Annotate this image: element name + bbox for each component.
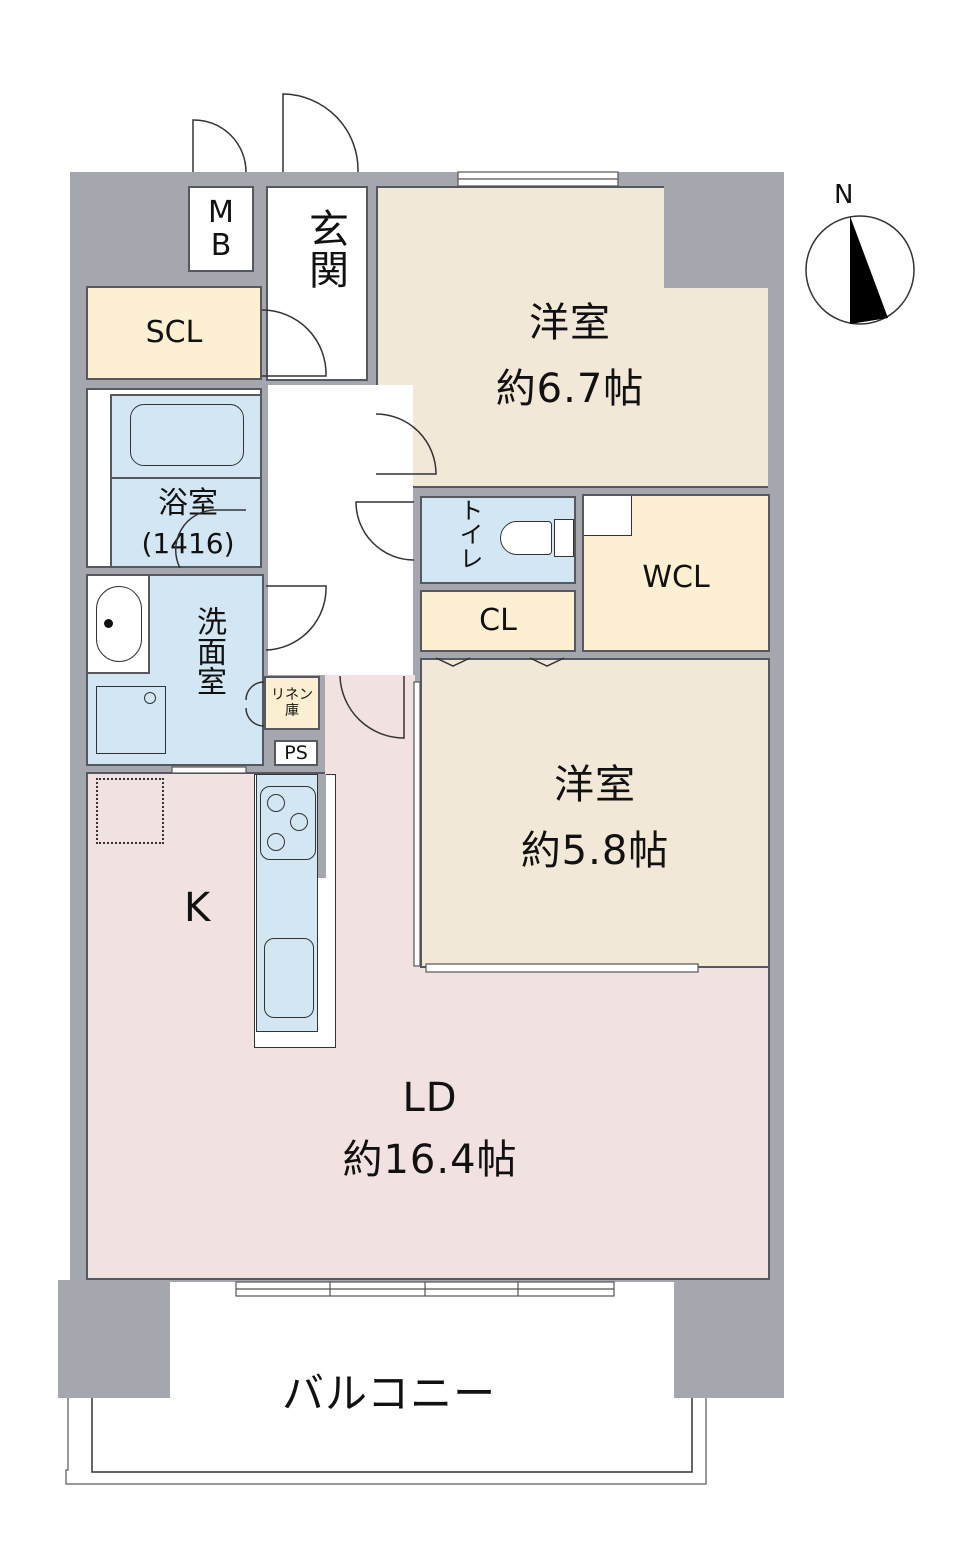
kitchen-label: K xyxy=(184,885,212,931)
compass: N xyxy=(800,180,920,330)
linen-label: リネン xyxy=(271,686,313,703)
wcl-label: WCL xyxy=(642,560,710,596)
western-1-name: 洋室 xyxy=(529,300,611,346)
scl-label: SCL xyxy=(145,315,203,351)
bathroom-name: 浴室 xyxy=(158,486,218,521)
ld-size: 約16.4帖 xyxy=(342,1137,518,1183)
washroom-label: 洗面室 xyxy=(191,606,226,696)
mb-label: MB xyxy=(208,195,234,263)
toilet-label: トイレ xyxy=(455,498,483,570)
fridge-space xyxy=(96,778,164,844)
room-cl: CL xyxy=(420,590,576,652)
ld-hall-extension xyxy=(325,675,415,775)
compass-north-label: N xyxy=(834,180,854,210)
room-mb: MB xyxy=(188,186,254,272)
ld-label: LD 約16.4帖 xyxy=(300,1075,560,1185)
burner-2 xyxy=(290,813,308,831)
toilet-tank xyxy=(554,519,574,557)
bathroom-size: (1416) xyxy=(141,526,235,560)
bathroom-divider xyxy=(110,477,262,479)
balcony-floor xyxy=(170,1296,674,1398)
western-2-name: 洋室 xyxy=(554,762,636,808)
toilet-bowl xyxy=(500,521,552,555)
room-western-2 xyxy=(420,658,770,968)
washing-machine-pan xyxy=(96,686,166,754)
kitchen-sink xyxy=(264,938,314,1018)
entrance-label: 玄関 xyxy=(302,208,348,290)
linen-label-2: 庫 xyxy=(285,703,299,719)
compass-arrow-icon xyxy=(805,215,915,325)
room-toilet xyxy=(420,496,576,584)
ld-name: LD xyxy=(402,1075,458,1121)
cl-label: CL xyxy=(479,603,517,639)
bathroom-label: 浴室 (1416) xyxy=(128,484,248,562)
sink-drain xyxy=(104,619,113,628)
burner-1 xyxy=(267,794,285,812)
western-2-label: 洋室 約5.8帖 xyxy=(495,752,695,876)
cooktop xyxy=(260,786,316,860)
ps-label: PS xyxy=(284,741,308,764)
hallway xyxy=(268,385,413,675)
room-scl: SCL xyxy=(86,286,262,380)
balcony-pillar-left xyxy=(58,1280,170,1398)
kitchen-counter xyxy=(256,774,318,1032)
room-linen: リネン 庫 xyxy=(264,676,320,730)
burner-3 xyxy=(267,833,285,851)
room-ps: PS xyxy=(274,740,318,766)
balcony-label: バルコニー xyxy=(282,1369,497,1418)
western-2-size: 約5.8帖 xyxy=(520,828,670,874)
western-1-label: 洋室 約6.7帖 xyxy=(470,290,670,414)
sink-basin xyxy=(96,586,142,662)
kitchen-back-wall xyxy=(318,774,326,878)
wall-notch-ne xyxy=(664,186,768,288)
pan-drain xyxy=(144,692,156,704)
western-1-size: 約6.7帖 xyxy=(495,366,645,412)
balcony-pillar-right xyxy=(674,1280,784,1398)
bathtub xyxy=(130,404,244,466)
wcl-shelf xyxy=(584,496,632,536)
